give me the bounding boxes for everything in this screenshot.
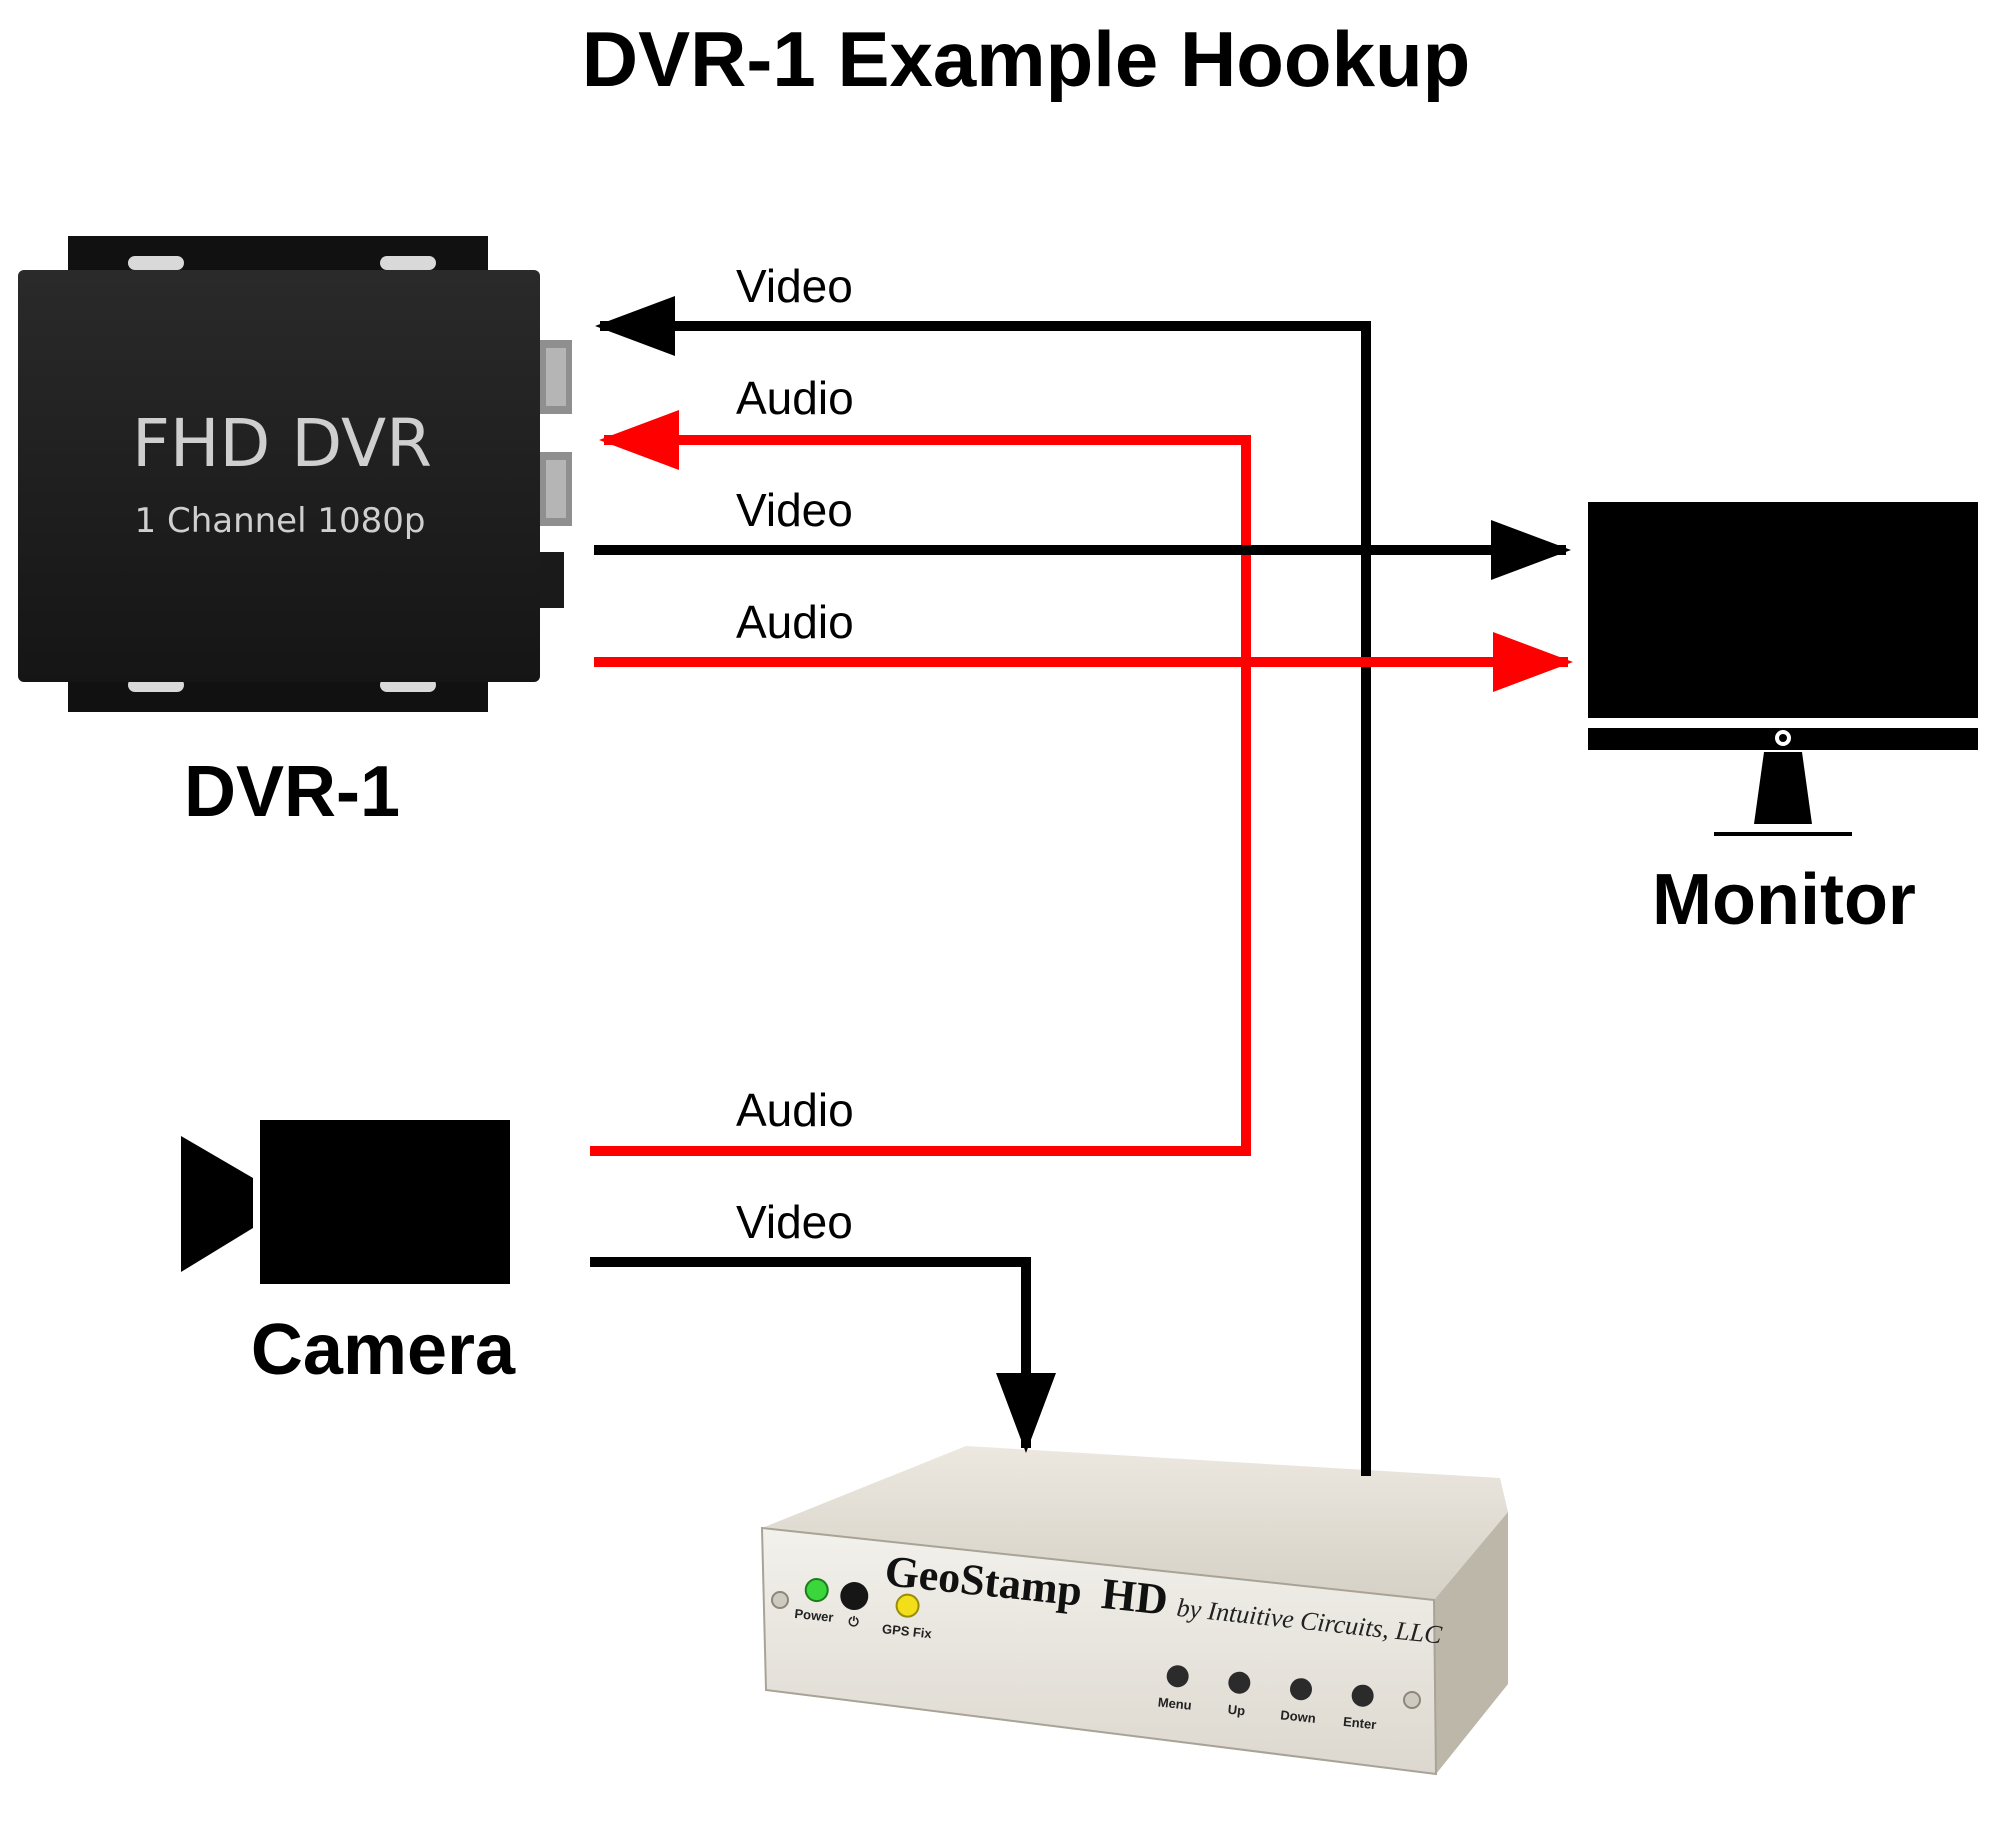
down-button[interactable] xyxy=(1289,1677,1313,1701)
gps-led-label: GPS Fix xyxy=(881,1621,933,1641)
enter-button[interactable] xyxy=(1351,1684,1375,1708)
connection-camera-to-geostamp-video: Video xyxy=(590,1196,1056,1453)
connection-label: Video xyxy=(736,1196,853,1248)
down-button-label: Down xyxy=(1280,1707,1317,1726)
diagram-title: DVR-1 Example Hookup xyxy=(582,15,1471,103)
geostamp-brand-suffix: HD xyxy=(1099,1569,1170,1625)
power-led-label: Power xyxy=(794,1606,834,1625)
connection-label: Audio xyxy=(736,372,854,424)
connection-camera-audio-label: Audio xyxy=(736,1084,854,1136)
power-button[interactable] xyxy=(839,1581,870,1612)
connection-dvr-to-monitor-video: Video xyxy=(594,484,1571,580)
camera-label: Camera xyxy=(251,1310,516,1390)
dvr-device: FHD DVR 1 Channel 1080p xyxy=(18,236,572,712)
power-led-icon xyxy=(804,1578,829,1603)
monitor-icon xyxy=(1588,502,1978,836)
connection-camera-to-dvr-audio: Audio xyxy=(590,372,1251,1156)
dvr-face-label: FHD DVR xyxy=(132,405,432,482)
up-button-label: Up xyxy=(1227,1702,1246,1719)
power-symbol: ⏻ xyxy=(848,1614,861,1630)
camera-icon xyxy=(181,1120,510,1284)
menu-button[interactable] xyxy=(1166,1664,1190,1688)
menu-button-label: Menu xyxy=(1157,1694,1192,1712)
geostamp-device: GeoStamp HD by Intuitive Circuits, LLC P… xyxy=(760,1446,1508,1776)
connection-dvr-to-monitor-audio: Audio xyxy=(594,596,1573,692)
monitor-label: Monitor xyxy=(1652,860,1916,940)
up-button[interactable] xyxy=(1227,1671,1251,1695)
dvr-face-sublabel: 1 Channel 1080p xyxy=(135,501,426,541)
gps-led-icon xyxy=(895,1593,920,1618)
dvr-label: DVR-1 xyxy=(184,752,400,832)
enter-button-label: Enter xyxy=(1342,1714,1377,1732)
connection-label: Video xyxy=(736,260,853,312)
connection-label: Video xyxy=(736,484,853,536)
connection-label: Audio xyxy=(736,596,854,648)
dvr-connectors xyxy=(540,340,572,608)
connection-geostamp-to-dvr-video: Video xyxy=(595,260,1371,1476)
